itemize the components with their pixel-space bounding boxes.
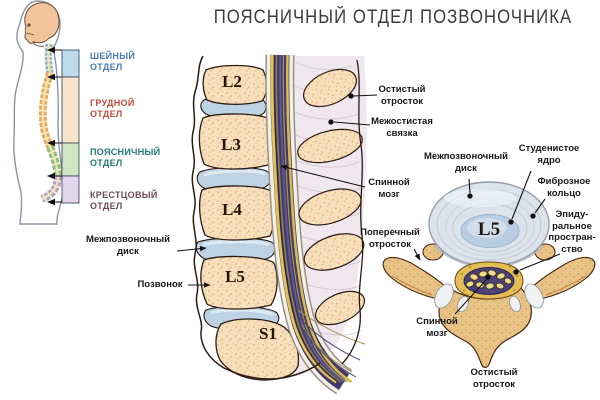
spinal-canal xyxy=(272,55,366,382)
label-vertebra: Позвонок xyxy=(137,279,183,290)
spine-section-bar xyxy=(61,49,80,204)
leader-lines xyxy=(176,93,561,315)
vertebra-label-L3: L3 xyxy=(221,135,241,154)
label-spinous-process-sagittal: Остистый отросток xyxy=(378,84,426,107)
band-lumbar xyxy=(61,142,80,177)
vertebra-L4 xyxy=(198,185,276,241)
section-label-lumbar: ПОЯСНИЧНЫЙ ОТДЕЛ xyxy=(90,147,161,168)
label-intervertebral-disc-axial: Межпозвоночный диск xyxy=(424,151,508,174)
cauda-equina-strands xyxy=(297,309,366,378)
label-annulus-fibrosus: Фиброзное кольцо xyxy=(537,176,591,199)
label-spinal-cord-sagittal: Спинной мозг xyxy=(368,177,410,200)
vertebra-label-L5: L5 xyxy=(225,267,245,286)
band-cervical xyxy=(61,49,80,78)
articular-facets xyxy=(434,283,544,313)
nerve-rootlets xyxy=(465,269,513,290)
anterior-contour xyxy=(191,55,321,380)
skull-icon xyxy=(24,2,60,47)
label-spinal-cord-axial: Спинной мозг xyxy=(416,316,458,339)
body-profile-figure xyxy=(13,0,80,225)
vertebra-label-L4: L4 xyxy=(222,200,242,219)
label-interspinous-ligament: Межостистая связка xyxy=(371,116,433,139)
posterior-contour xyxy=(341,59,364,365)
vertebra-S1 xyxy=(215,318,300,381)
section-label-sacral: КРЕСТЦОВЫЙ ОТДЕЛ xyxy=(90,190,158,211)
sagittal-section-figure xyxy=(191,55,368,382)
axial-vertebra-figure xyxy=(382,181,596,368)
band-sacral xyxy=(61,175,80,204)
label-intervertebral-disc: Межпозвоночный диск xyxy=(86,234,170,257)
page-title: ПОЯСНИЧНЫЙ ОТДЕЛ ПОЗВОНОЧНИКА xyxy=(213,7,573,28)
section-label-cervical: ШЕЙНЫЙ ОТДЕЛ xyxy=(90,51,136,72)
label-epidural-space: Эпиду- ральное простран- ство xyxy=(548,209,596,255)
label-nucleus-pulposus: Студенистое ядро xyxy=(518,143,580,166)
band-thoracic xyxy=(61,76,80,144)
vertebra-L5 xyxy=(200,255,278,310)
disc-axial xyxy=(428,181,550,269)
epidural-speckles xyxy=(461,266,518,291)
vertebra-label-L5-axial: L5 xyxy=(477,219,501,240)
transverse-processes xyxy=(382,243,596,301)
section-arrows xyxy=(47,46,62,206)
spinous-processes xyxy=(297,68,366,326)
label-spinous-process-axial: Остистый отросток xyxy=(470,367,518,390)
spinal-canal-axial xyxy=(454,261,524,300)
vertebra-L2 xyxy=(202,64,268,105)
section-label-thoracic: ГРУДНОЙ ОТДЕЛ xyxy=(90,98,135,119)
vertebral-bodies xyxy=(198,64,300,381)
vertebra-label-S1: S1 xyxy=(259,324,277,343)
vertebra-label-L2: L2 xyxy=(222,72,242,91)
label-transverse-process: Поперечный отросток xyxy=(360,227,420,250)
